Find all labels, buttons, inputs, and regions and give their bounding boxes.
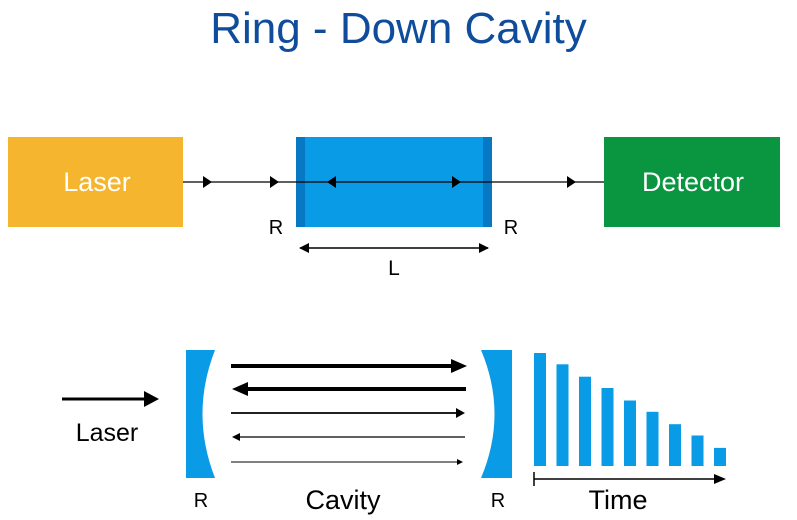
decay-bar: [601, 388, 614, 466]
decay-bar: [669, 424, 681, 466]
laser-box: [8, 137, 183, 227]
left-mirror: [186, 350, 215, 478]
mirror-left-label: R: [269, 217, 283, 239]
right-mirror: [481, 350, 512, 478]
decay-bar: [646, 411, 659, 466]
detector-box-label: Detector: [642, 167, 744, 197]
beam-arrow-5: [567, 176, 576, 188]
length-label: L: [388, 257, 400, 280]
bottom-mirror-right-label: R: [491, 490, 505, 512]
beam-pass-2-head: [232, 382, 248, 396]
diagram-title: Ring - Down Cavity: [210, 4, 587, 53]
beam-pass-4-head: [232, 433, 240, 441]
beam-arrow-1: [203, 176, 212, 188]
beam-pass-5-head: [457, 459, 463, 465]
beam-pass-1-head: [451, 359, 467, 373]
decay-bar: [714, 447, 726, 466]
decay-bars: [534, 353, 726, 466]
time-axis-arrowhead: [714, 474, 726, 484]
bottom-mirror-left-label: R: [194, 490, 208, 512]
cavity-label: Cavity: [305, 485, 381, 515]
time-label: Time: [589, 485, 648, 515]
decay-bar: [534, 353, 546, 466]
decay-bar: [624, 400, 636, 466]
detector-box: [604, 137, 780, 227]
beam-pass-3-head: [456, 408, 465, 418]
incident-laser-arrowhead: [144, 391, 159, 407]
decay-bar: [579, 376, 591, 466]
decay-bar: [691, 435, 704, 466]
beam-arrow-2: [270, 176, 279, 188]
beam-arrow-3: [327, 176, 336, 188]
incident-laser-label: Laser: [76, 419, 139, 447]
beam-arrow-4: [452, 176, 461, 188]
laser-box-label: Laser: [63, 167, 131, 197]
decay-bar: [556, 364, 569, 466]
mirror-right-label: R: [504, 217, 518, 239]
